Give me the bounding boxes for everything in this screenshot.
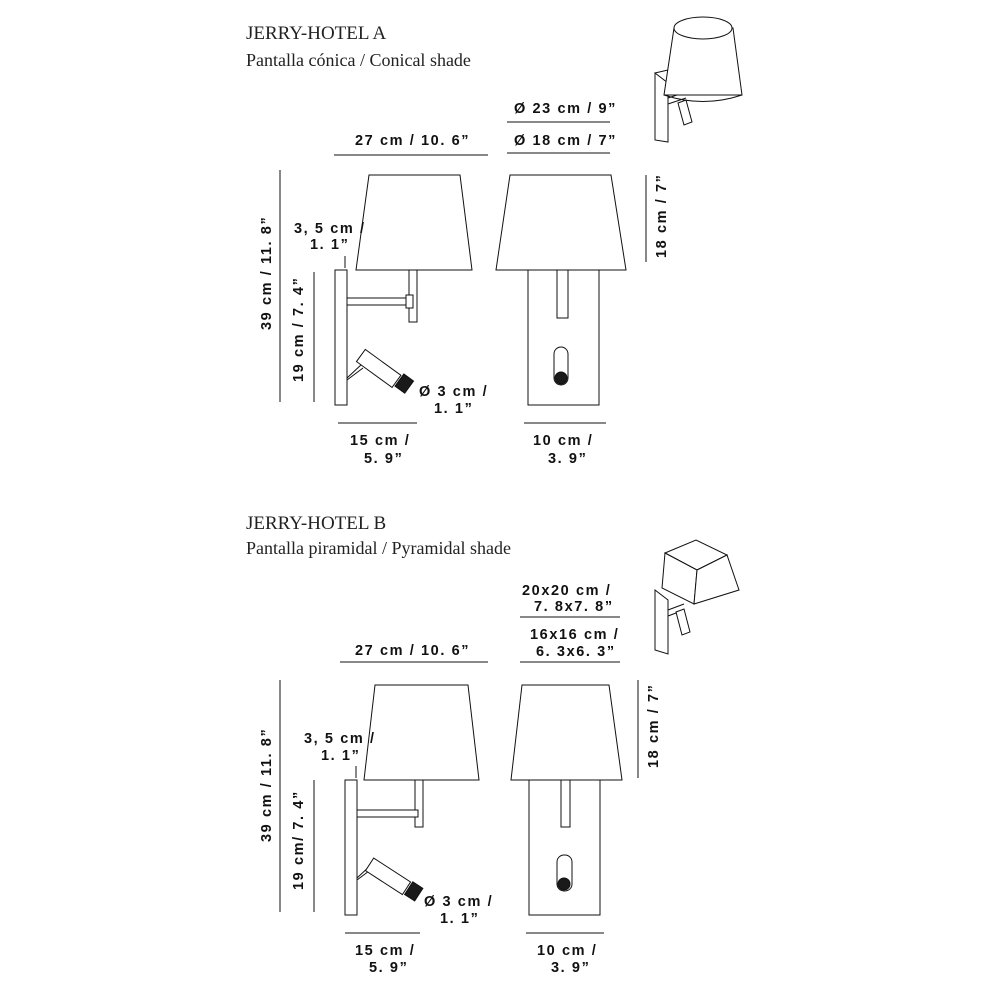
lamp-b-shade-height-label: 18 cm / 7”: [646, 683, 662, 768]
lamp-a-dimension-labels: Ø 23 cm / 9” Ø 18 cm / 7” 27 cm / 10. 6”…: [259, 101, 670, 467]
lamp-a-plate-label-2: 3. 9”: [548, 451, 587, 467]
lamp-a-subtitle: Pantalla cónica / Conical shade: [246, 50, 471, 70]
lamp-a-arm-gap-label-1: 3, 5 cm /: [294, 221, 366, 237]
lamp-a-plate-height-label: 19 cm / 7. 4”: [291, 277, 307, 382]
lamp-a-section: JERRY-HOTEL A Pantalla cónica / Conical …: [246, 16, 743, 467]
lamp-b-height-label: 39 cm / 11. 8”: [259, 728, 275, 842]
lamp-a-height-label: 39 cm / 11. 8”: [259, 216, 275, 330]
conical-lamp-perspective-icon: [654, 16, 743, 143]
lamp-a-front-view: [495, 174, 627, 406]
lamp-b-dimension-lines: [279, 616, 639, 934]
lamp-a-arm-gap-label-2: 1. 1”: [310, 237, 349, 253]
lamp-b-depth-label-2: 5. 9”: [369, 960, 408, 976]
lamp-b-outer-size-label-2: 7. 8x7. 8”: [534, 599, 614, 615]
lamp-b-plate-height-label: 19 cm/ 7. 4”: [291, 790, 307, 890]
lamp-b-inner-size-label-1: 16x16 cm /: [530, 627, 619, 643]
lamp-a-reader-diameter-label: Ø 3 cm /: [419, 384, 488, 400]
lamp-b-reader-diameter-label: Ø 3 cm /: [424, 894, 493, 910]
lamp-a-plate-label-1: 10 cm /: [533, 433, 593, 449]
lamp-a-side-view: [334, 174, 473, 406]
lamp-b-plate-label-1: 10 cm /: [537, 943, 597, 959]
lamp-a-inner-diameter-label: Ø 18 cm / 7”: [514, 133, 617, 149]
lamp-b-reader-inch-label: 1. 1”: [440, 911, 479, 927]
lamp-a-title: JERRY-HOTEL A: [246, 23, 386, 44]
lamp-b-arm-gap-label-2: 1. 1”: [321, 748, 360, 764]
lamp-a-reader-inch-label: 1. 1”: [434, 401, 473, 417]
lamp-b-side-view: [344, 684, 480, 916]
lamp-b-plate-label-2: 3. 9”: [551, 960, 590, 976]
lamp-a-shade-height-label: 18 cm / 7”: [654, 173, 670, 258]
lamp-a-dimension-lines: [279, 121, 647, 424]
lamp-b-section: JERRY-HOTEL B Pantalla piramidal / Pyram…: [246, 513, 740, 976]
lamp-b-inner-size-label-2: 6. 3x6. 3”: [536, 644, 616, 660]
lamp-b-front-view: [510, 684, 623, 916]
lamp-a-outer-diameter-label: Ø 23 cm / 9”: [514, 101, 617, 117]
pyramidal-lamp-perspective-icon: [654, 539, 740, 655]
lamp-b-depth-label-1: 15 cm /: [355, 943, 415, 959]
lamp-b-subtitle: Pantalla piramidal / Pyramidal shade: [246, 538, 511, 558]
lamp-b-arm-gap-label-1: 3, 5 cm /: [304, 731, 376, 747]
lamp-b-title: JERRY-HOTEL B: [246, 513, 386, 534]
lamp-b-width-label: 27 cm / 10. 6”: [355, 643, 470, 659]
lamp-a-depth-label-2: 5. 9”: [364, 451, 403, 467]
lamp-b-outer-size-label-1: 20x20 cm /: [522, 583, 611, 599]
lamp-a-width-label: 27 cm / 10. 6”: [355, 133, 470, 149]
lamp-b-dimension-labels: 20x20 cm / 7. 8x7. 8” 16x16 cm / 6. 3x6.…: [259, 583, 662, 976]
lamp-a-depth-label-1: 15 cm /: [350, 433, 410, 449]
